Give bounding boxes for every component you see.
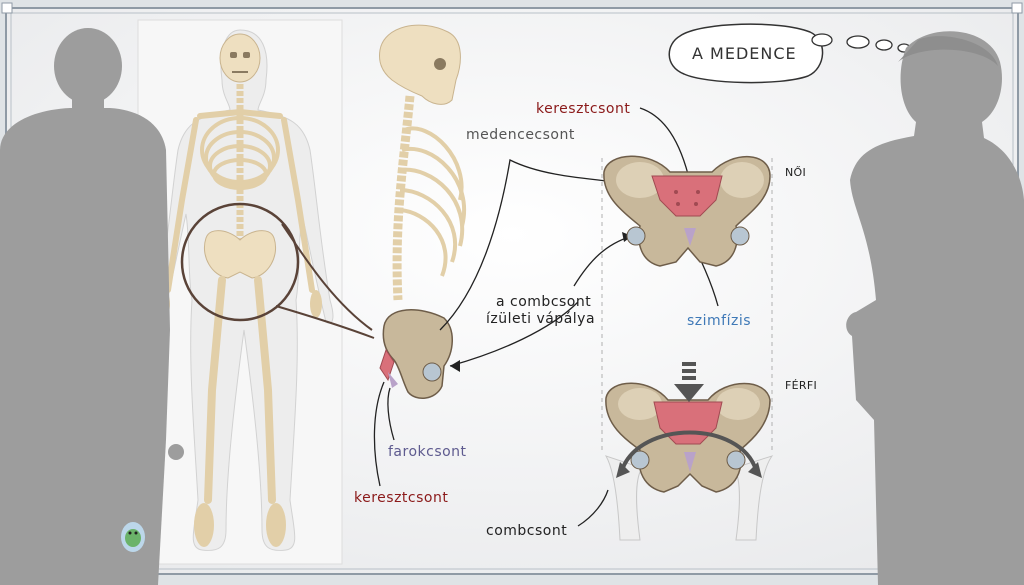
label-medencecsont: medencecsont — [466, 127, 575, 143]
label-keresztcsont-top: keresztcsont — [536, 101, 631, 117]
label-combcsont: combcsont — [486, 523, 568, 539]
male-pelvis — [604, 382, 774, 541]
mascot-icon — [121, 522, 145, 552]
right-person-silhouette — [846, 31, 1024, 585]
left-person-silhouette — [0, 28, 184, 585]
label-coccyx: farokcsont — [388, 444, 467, 460]
label-female: NŐI — [785, 166, 807, 179]
front-skeleton — [137, 19, 375, 565]
label-keresztcsont-bottom: keresztcsont — [354, 490, 449, 506]
page-title: A MEDENCE — [692, 44, 797, 63]
side-skeleton — [379, 24, 466, 399]
label-symphysis: szimfízis — [687, 313, 752, 329]
label-acetabulum-line1: a combcsont — [496, 294, 592, 310]
female-pelvis — [603, 155, 771, 267]
label-male: FÉRFI — [785, 379, 817, 392]
label-acetabulum-line2: ízületi vápálya — [486, 311, 596, 327]
down-arrow-icon — [674, 362, 704, 402]
guide-lines — [601, 158, 773, 450]
